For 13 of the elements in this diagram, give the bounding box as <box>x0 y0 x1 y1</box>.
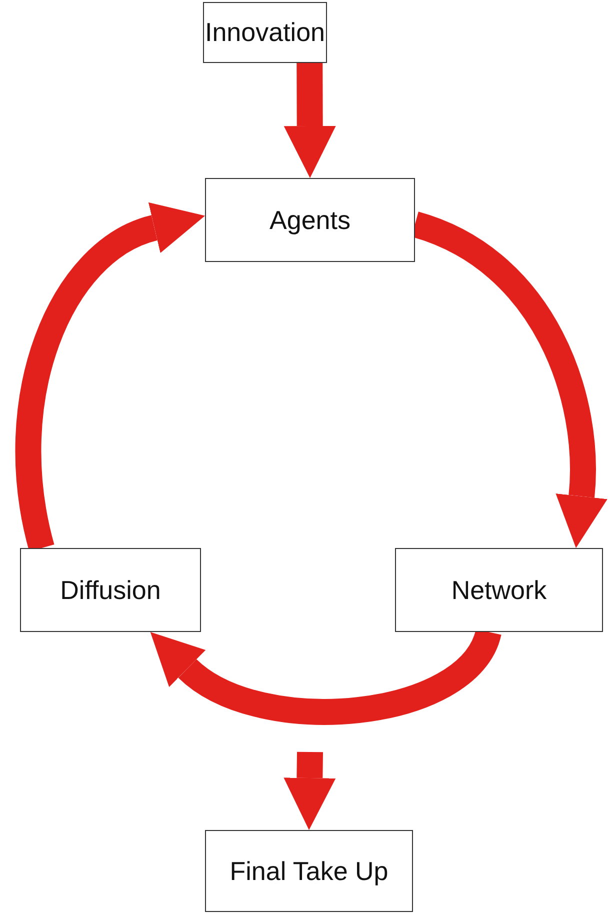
process-box <box>205 178 415 262</box>
node-label: Final Take Up <box>230 856 388 886</box>
process-box <box>205 830 413 912</box>
node-label: Agents <box>270 204 350 236</box>
node-label: Network <box>451 574 547 606</box>
arrow <box>284 752 336 830</box>
process-box <box>203 2 327 63</box>
process-box <box>20 548 201 632</box>
arrow <box>284 62 336 178</box>
node-label: Innovation <box>205 17 325 48</box>
arrow <box>15 203 204 551</box>
process-box <box>395 548 603 632</box>
node-label: Diffusion <box>60 574 161 606</box>
